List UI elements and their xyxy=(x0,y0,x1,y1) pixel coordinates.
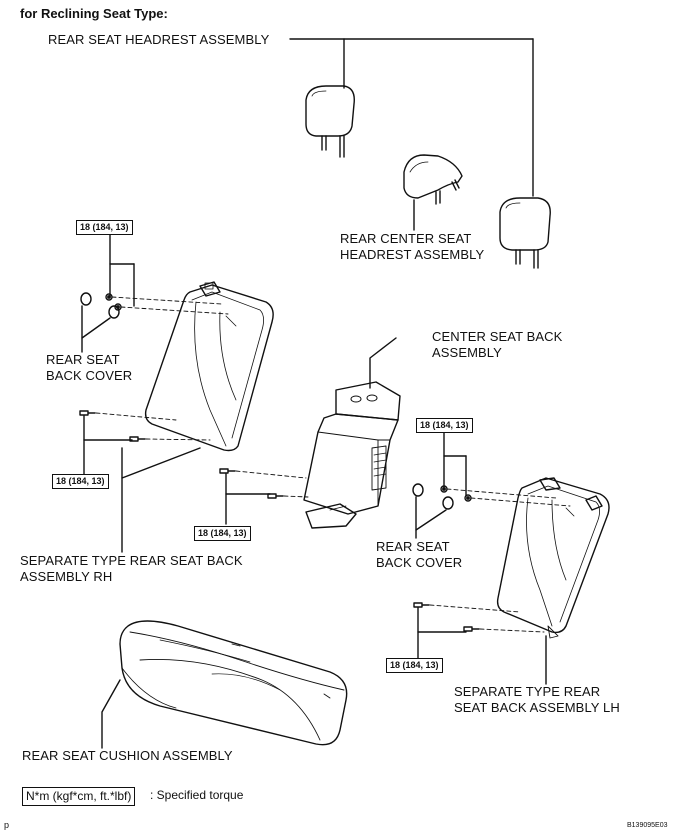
torque-box-center: 18 (184, 13) xyxy=(194,526,251,541)
rh-torque-leaders xyxy=(81,234,201,553)
label-rear-center-headrest-1: REAR CENTER SEAT xyxy=(340,231,472,246)
label-seat-back-lh-2: SEAT BACK ASSEMBLY LH xyxy=(454,700,620,715)
torque-box-rh-upper: 18 (184, 13) xyxy=(76,220,133,235)
label-seat-cushion: REAR SEAT CUSHION ASSEMBLY xyxy=(22,748,233,763)
headrest-right xyxy=(499,197,551,269)
diagram-title: for Reclining Seat Type: xyxy=(20,6,168,21)
headrest-center xyxy=(403,154,463,205)
seat-back-rh xyxy=(144,281,274,452)
headrest-left xyxy=(305,85,355,158)
torque-box-lh-upper: 18 (184, 13) xyxy=(416,418,473,433)
seat-back-lh xyxy=(496,477,610,639)
corner-mark-left: p xyxy=(4,820,10,830)
center-fasteners xyxy=(219,337,397,525)
label-back-cover-lh-1: REAR SEAT xyxy=(376,539,450,554)
legend-unit-text: : Specified torque xyxy=(150,788,244,802)
label-seat-back-rh-1: SEPARATE TYPE REAR SEAT BACK xyxy=(20,553,243,568)
label-rear-center-headrest-2: HEADREST ASSEMBLY xyxy=(340,247,485,262)
label-center-seat-back-1: CENTER SEAT BACK xyxy=(432,329,563,344)
label-back-cover-lh-2: BACK COVER xyxy=(376,555,463,570)
torque-box-rh-lower: 18 (184, 13) xyxy=(52,474,109,489)
lh-torque-leaders xyxy=(415,431,547,685)
rh-dash-lines xyxy=(95,296,229,441)
label-seat-back-lh-1: SEPARATE TYPE REAR xyxy=(454,684,601,699)
lh-dash-lines xyxy=(429,488,571,633)
figure-code: B139095E03 xyxy=(627,822,668,829)
center-seat-back xyxy=(303,381,401,529)
center-dash-lines xyxy=(235,470,309,498)
label-back-cover-rh-1: REAR SEAT xyxy=(46,352,120,367)
label-seat-back-rh-2: ASSEMBLY RH xyxy=(20,569,113,584)
label-rear-seat-headrest: REAR SEAT HEADREST ASSEMBLY xyxy=(48,32,270,47)
label-back-cover-rh-2: BACK COVER xyxy=(46,368,133,383)
headrest-leaders xyxy=(289,38,534,197)
torque-box-lh-lower: 18 (184, 13) xyxy=(386,658,443,673)
label-center-seat-back-2: ASSEMBLY xyxy=(432,345,502,360)
seat-cushion xyxy=(119,620,348,746)
legend-unit-box: N*m (kgf*cm, ft.*lbf) xyxy=(22,787,136,806)
cushion-leader xyxy=(101,679,121,749)
